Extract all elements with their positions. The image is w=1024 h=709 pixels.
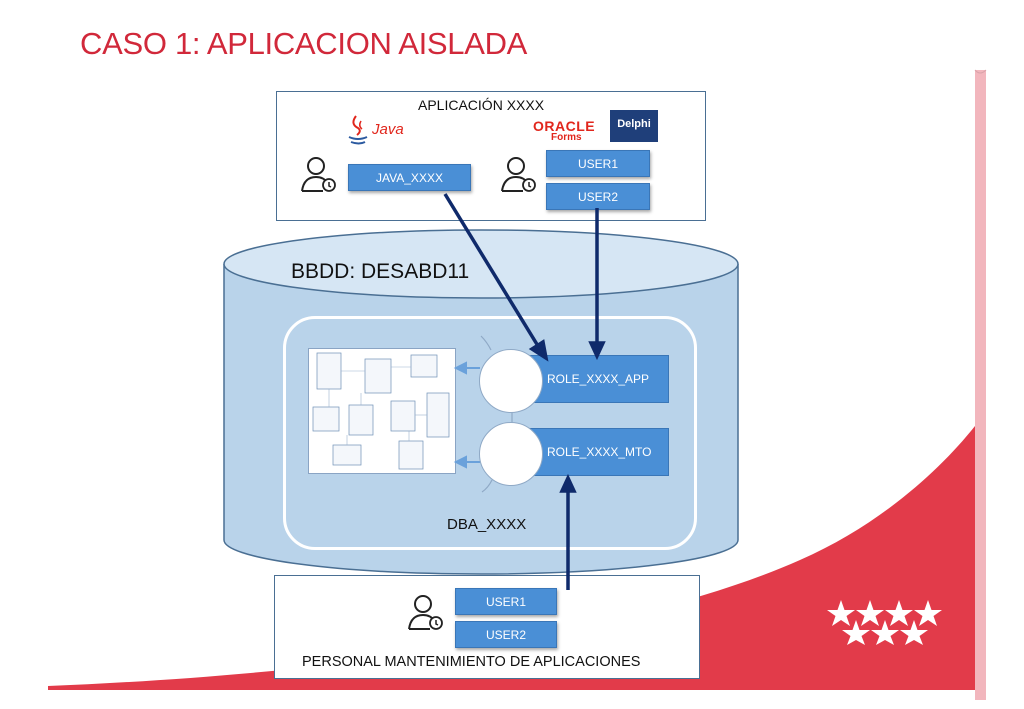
maintenance-user2-button[interactable]: USER2 [455, 621, 557, 648]
java-logo-text: Java [372, 121, 404, 138]
java-to-role-app-arrow [443, 193, 540, 347]
role-mto-label: ROLE_XXXX_MTO [547, 445, 652, 459]
role-mto[interactable]: ROLE_XXXX_MTO [528, 428, 669, 476]
oracle-forms-logo: ORACLE Forms [533, 118, 605, 146]
schema-diagram-thumbnail [308, 348, 456, 474]
delphi-logo-text: Delphi [617, 118, 651, 130]
role-mto-circle [479, 422, 543, 486]
oracle-logo-text: ORACLE [533, 118, 596, 134]
page-title: CASO 1: APLICACION AISLADA [80, 26, 528, 61]
role-app-label: ROLE_XXXX_APP [547, 372, 650, 386]
database-label: BBDD: DESABD11 [291, 260, 470, 283]
java-user-button[interactable]: JAVA_XXXX [348, 164, 471, 191]
right-side-strip [975, 70, 986, 700]
user-key-icon [301, 157, 336, 192]
role-app-circle [479, 349, 543, 413]
app-user1-button[interactable]: USER1 [546, 150, 650, 177]
role-app[interactable]: ROLE_XXXX_APP [528, 355, 669, 403]
app-user2-button[interactable]: USER2 [546, 183, 650, 210]
user-key-icon [408, 595, 443, 630]
schema-owner-label: DBA_XXXX [447, 516, 527, 533]
madrid-stars-logo [827, 600, 942, 645]
user-key-icon [501, 157, 536, 192]
delphi-logo: Delphi [610, 110, 658, 142]
oracle-forms-text: Forms [551, 132, 582, 143]
red-wave [48, 426, 975, 690]
application-label: APLICACIÓN XXXX [418, 97, 545, 113]
maintenance-user1-button[interactable]: USER1 [455, 588, 557, 615]
java-logo: Java [346, 113, 410, 147]
maintenance-label: PERSONAL MANTENIMIENTO DE APLICACIONES [302, 654, 641, 670]
